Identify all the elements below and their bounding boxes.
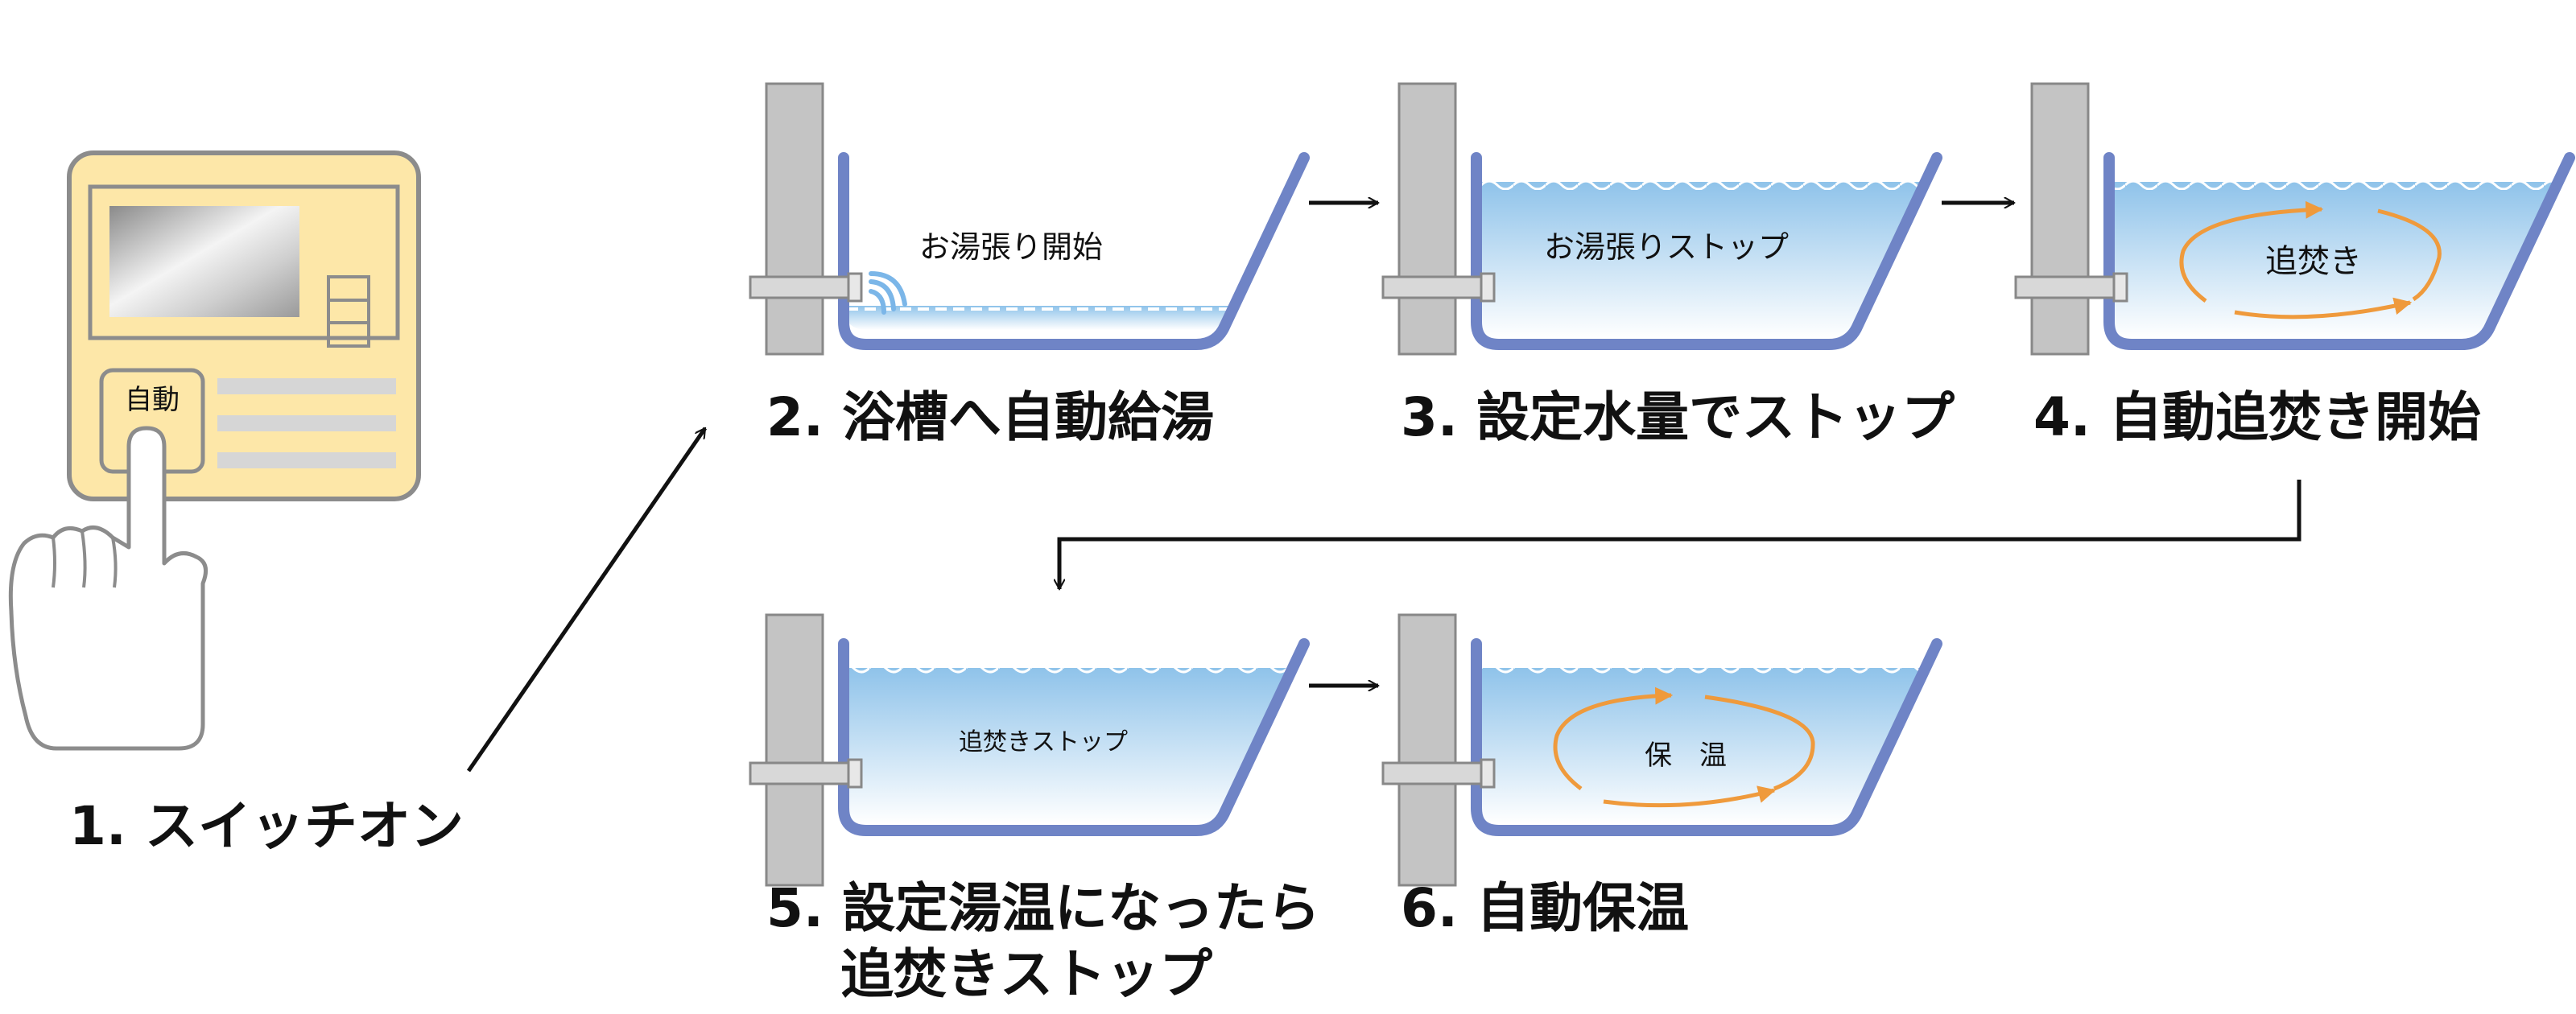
- tub-step-3: お湯張りストップ: [1381, 82, 1942, 356]
- step-1-caption: 1. スイッチオン: [69, 795, 464, 857]
- step-4-caption: 4. 自動追焚き開始: [2033, 386, 2481, 448]
- tub-rim: [1471, 152, 1942, 350]
- step-2-caption: 2. 浴槽へ自動給湯: [766, 386, 1214, 448]
- panel-screen: [109, 206, 299, 317]
- water-flow-icon: [869, 271, 907, 315]
- faucet-pipe: [1381, 761, 1488, 785]
- water: [2109, 182, 2562, 338]
- water: [1476, 182, 1929, 338]
- tub-rim: [838, 152, 1310, 350]
- hand-knuckle-lines: [52, 530, 118, 588]
- control-panel: 自動: [67, 150, 421, 501]
- step-5-caption-line1: 5. 設定湯温になったら: [766, 877, 1320, 939]
- tub-step-4: 追焚き: [2014, 82, 2575, 356]
- faucet-pipe: [749, 761, 855, 785]
- wall: [2030, 82, 2090, 356]
- water: [844, 306, 1232, 330]
- panel-info-lines: [217, 378, 396, 468]
- circulation-arrows-icon: [1553, 686, 1815, 808]
- tub-label: お湯張りストップ: [1544, 229, 1789, 265]
- circulation-arrows-icon: [2179, 200, 2442, 319]
- flow-arrows: [466, 203, 2301, 773]
- tub-label: お湯張り開始: [919, 229, 1103, 265]
- faucet-pipe: [749, 275, 855, 299]
- pointing-hand-icon: [8, 426, 208, 751]
- wall: [1397, 82, 1457, 356]
- panel-display-frame: [88, 184, 400, 340]
- wall: [1397, 613, 1457, 887]
- tub-step-6: 保 温: [1381, 613, 1942, 887]
- panel-side-buttons: [327, 275, 370, 348]
- arrow-4-to-5: [1059, 480, 2301, 589]
- auto-button-label: 自動: [125, 384, 180, 416]
- step-3-caption: 3. 設定水量でストップ: [1401, 386, 1955, 448]
- faucet-pipe: [1381, 275, 1488, 299]
- tub-step-5: 追焚きストップ: [749, 613, 1310, 887]
- faucet-pipe: [2014, 275, 2120, 299]
- step-5-caption-line2: 追焚きストップ: [840, 943, 1212, 1005]
- tub-step-2: お湯張り開始: [749, 82, 1310, 356]
- tub-rim: [838, 638, 1310, 836]
- tub-rim: [2103, 152, 2575, 350]
- wall: [765, 613, 824, 887]
- wall: [765, 82, 824, 356]
- tub-label: 保 温: [1645, 740, 1727, 772]
- tub-label: 追焚きストップ: [959, 728, 1128, 756]
- tub-label: 追焚き: [2265, 243, 2362, 280]
- arrow-1-to-2: [466, 428, 708, 773]
- water: [844, 668, 1296, 824]
- step-6-caption: 6. 自動保温: [1401, 877, 1689, 939]
- tub-rim: [1471, 638, 1942, 836]
